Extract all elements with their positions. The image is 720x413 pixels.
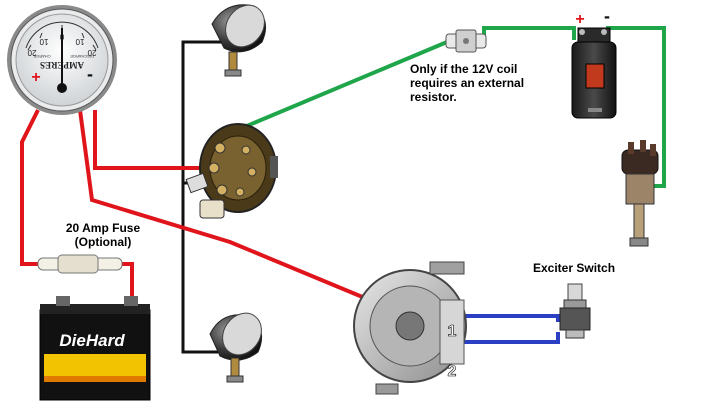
blue-wires [438,314,560,344]
headlamp-upper [211,4,267,77]
blue-wire-terminal-1 [438,314,560,322]
green-wire-switch-to-resistor [217,40,448,140]
exciter-switch [559,283,591,339]
alternator-terminal-1: 1 [448,323,457,340]
green-wire-coil-to-distributor [606,26,666,188]
headlight-switch [185,123,278,219]
battery-brand: DieHard [59,331,125,350]
fuse-label-title: 20 Amp Fuse [65,221,141,235]
ammeter-scale-right-10: 10 [75,37,84,46]
coil-minus: - [604,6,610,26]
ammeter-minus: - [87,64,93,84]
ballast-resistor [445,29,487,53]
exciter-switch-label: Exciter Switch [533,261,616,275]
ammeter-sub-left: CHARGE [33,54,50,59]
resistor-note-line-3: resistor. [410,90,457,104]
ammeter-scale-right-20: 20 [87,48,96,57]
ammeter-plus: + [31,69,40,86]
ammeter-sub-right: DISCHARGE [70,54,94,59]
battery: DieHard [39,296,151,401]
resistor-note-line-2: requires an external [410,76,525,90]
red-wire-ammeter-to-switch [93,110,212,170]
ammeter-scale-left-10: 10 [39,37,48,46]
ignition-coil: + - [571,6,617,119]
resistor-note-line-1: Only if the 12V coil [410,62,518,76]
alternator: 1 2 [353,261,467,395]
headlamp-lower [209,312,263,383]
alternator-terminal-2: 2 [448,363,457,380]
ammeter-gauge: 10 20 0 10 20 CHARGE DISCHARGE AMPERES +… [7,5,117,115]
resistor-note: Only if the 12V coil requires an externa… [410,62,550,104]
red-wire-fuse-to-battery [122,262,134,306]
blue-wire-terminal-2 [446,332,560,344]
coil-plus: + [575,11,584,28]
inline-fuse [37,254,123,274]
black-wire-lower-lamp [181,183,218,354]
distributor [621,140,659,247]
ammeter-scale-left-20: 20 [27,48,36,57]
red-wire-ammeter-to-battery [20,109,40,266]
fuse-label: 20 Amp Fuse (Optional) [48,221,158,249]
green-wire-resistor-to-coil [482,26,576,40]
fuse-label-note: (Optional) [74,235,132,249]
